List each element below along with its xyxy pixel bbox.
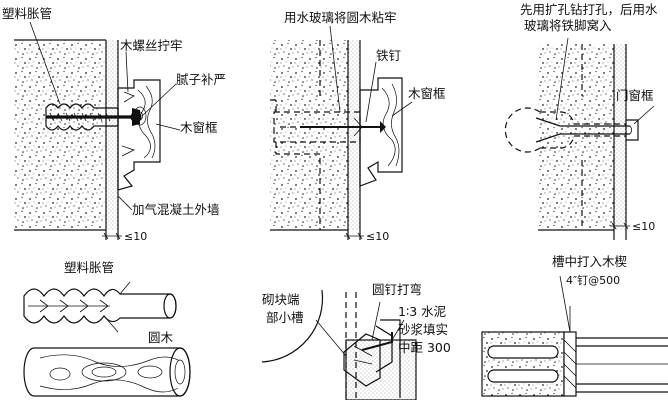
label-drill-line1: 先用扩孔钻打孔，后用水 bbox=[520, 2, 658, 17]
putty-filling bbox=[130, 111, 142, 123]
dimension-label-3: ≤10 bbox=[632, 220, 655, 233]
label-putty: 腻子补严 bbox=[176, 72, 226, 87]
label-mortar-line1: 1∶3 水泥 bbox=[398, 304, 446, 319]
label-wedge-in-groove: 槽中打入木楔 bbox=[552, 254, 627, 269]
round-wood-detail bbox=[23, 347, 191, 397]
window-frame-1 bbox=[117, 79, 161, 191]
dimension-label-2: ≤10 bbox=[366, 230, 389, 243]
plastic-anchor-1 bbox=[45, 103, 119, 131]
label-door-frame: 门窗框 bbox=[616, 88, 654, 103]
iron-foot bbox=[535, 117, 630, 143]
window-frame-2 bbox=[359, 77, 403, 187]
label-block-end-line1: 砌块端 bbox=[262, 292, 300, 307]
panel-components: 塑料胀管 圆木 bbox=[23, 260, 191, 397]
label-plastic-anchor-detail: 塑料胀管 bbox=[64, 260, 114, 275]
label-block-end-line2: 部小槽 bbox=[266, 310, 304, 325]
panel-round-wood-fixing: ≤10 用水玻璃将圆木粘牢 铁钉 木窗框 bbox=[270, 10, 446, 243]
panel-bent-nail-fixing: 砌块端 部小槽 圆钉打弯 1∶3 水泥 砂浆填实 中距 300 bbox=[261, 282, 451, 400]
label-nail-spec: 4″钉@500 bbox=[566, 274, 620, 287]
label-water-glass-glue: 用水玻璃将圆木粘牢 bbox=[284, 10, 397, 25]
plaster-layer-1 bbox=[106, 40, 118, 230]
label-plastic-anchor: 塑料胀管 bbox=[2, 6, 52, 21]
label-round-wood: 圆木 bbox=[148, 330, 174, 345]
label-drill-line2: 玻璃将铁脚窝入 bbox=[524, 18, 612, 33]
reamed-hole bbox=[504, 107, 541, 153]
label-iron-nail: 铁钉 bbox=[376, 48, 402, 63]
block-end-groove bbox=[343, 333, 381, 387]
label-aerated-wall: 加气混凝土外墙 bbox=[132, 202, 220, 217]
bent-nail bbox=[361, 332, 393, 351]
mortar-fill bbox=[345, 339, 417, 400]
panel-iron-foot-fixing: ≤10 先用扩孔钻打孔，后用水 玻璃将铁脚窝入 门窗框 bbox=[504, 2, 658, 240]
label-wood-screw: 木螺丝拧牢 bbox=[120, 38, 183, 53]
panel-plastic-anchor-fixing: ≤10 塑料胀管 木螺丝拧牢 腻子补严 木窗框 加气混凝土外墙 bbox=[2, 6, 226, 243]
label-bent-nail: 圆钉打弯 bbox=[372, 282, 422, 297]
dimension-label-1: ≤10 bbox=[124, 230, 147, 243]
label-window-frame-1: 木窗框 bbox=[180, 120, 218, 135]
label-window-frame-2: 木窗框 bbox=[408, 86, 446, 101]
label-mortar-line2: 砂浆填实 bbox=[398, 322, 448, 337]
panel-wood-wedge-fixing: 槽中打入木楔 4″钉@500 bbox=[481, 254, 668, 397]
aerated-concrete-wall-1 bbox=[14, 40, 106, 230]
label-spacing: 中距 300 bbox=[398, 340, 451, 355]
